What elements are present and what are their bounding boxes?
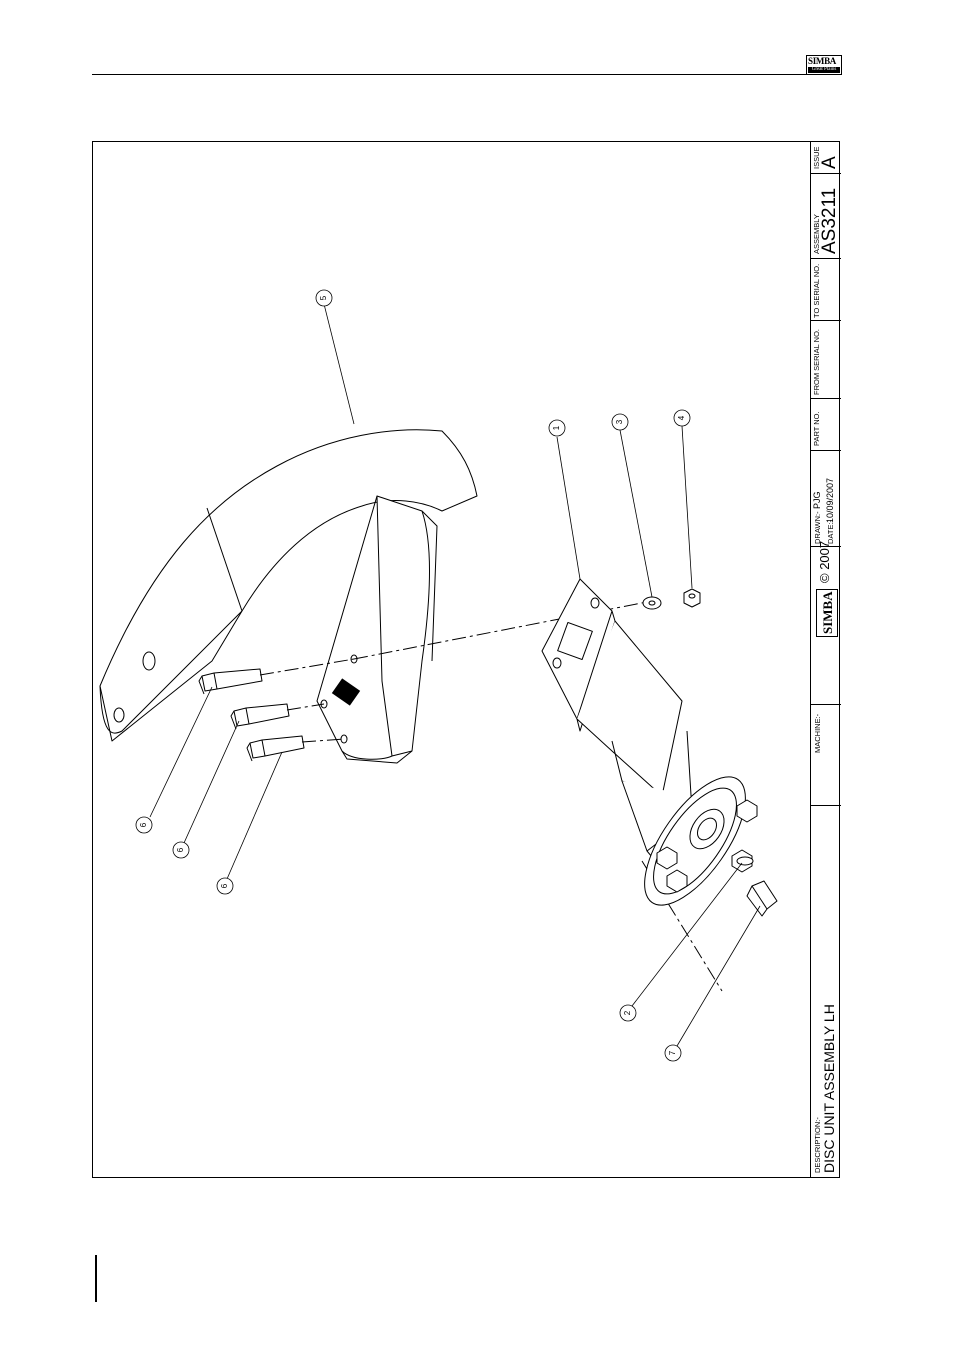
assembly-value: AS3211 — [819, 188, 841, 254]
logo-subtext: Great Plains — [808, 67, 840, 73]
balloon-2: 2 — [623, 1010, 632, 1015]
nut-part-4 — [684, 589, 700, 607]
drawn-value: PJG — [812, 491, 822, 509]
machine-label: MACHINE:- — [813, 714, 822, 753]
bolt-6-middle — [231, 704, 289, 729]
balloon-1: 1 — [552, 425, 561, 430]
leader-lines — [150, 304, 760, 1046]
to-serial-label: TO SERIAL NO. — [812, 264, 821, 318]
title-block: ISSUE A ASSEMBLY AS3211 TO SERIAL NO. FR… — [810, 141, 840, 1178]
balloon-7: 7 — [668, 1050, 677, 1055]
title-cell-logo-copyright: SIMBA © 2007 — [811, 546, 841, 704]
bolts-part-6 — [199, 669, 304, 761]
simba-logo: SIMBA Great Plains — [806, 55, 842, 75]
title-cell-description: DESCRIPTION:- DISC UNIT ASSEMBLY LH — [811, 805, 841, 1178]
balloon-6c: 6 — [220, 883, 229, 888]
description-value: DISC UNIT ASSEMBLY LH — [821, 1004, 837, 1173]
drawn-label: DRAWN:- — [813, 511, 822, 544]
title-cell-issue: ISSUE A — [811, 141, 841, 173]
title-cell-to-serial: TO SERIAL NO. — [811, 258, 841, 320]
balloon-6b: 6 — [176, 847, 185, 852]
washer-part-2 — [737, 857, 753, 865]
from-serial-label: FROM SERIAL NO. — [812, 329, 821, 395]
page-margin-bar — [95, 1255, 97, 1302]
bolt-part-7 — [747, 881, 777, 916]
part-no-label: PART NO. — [812, 411, 821, 446]
washer-part-3 — [643, 597, 661, 609]
bolt-6-top — [199, 669, 262, 694]
title-cell-drawn-date: DRAWN:- PJG DATE:- 10/09/2007 — [811, 450, 841, 546]
copyright-text: © 2007 — [817, 541, 832, 583]
logo-text: SIMBA — [808, 57, 836, 66]
title-cell-from-serial: FROM SERIAL NO. — [811, 320, 841, 398]
bolt-6-bottom — [247, 736, 304, 761]
exploded-assembly-drawing: 5 1 3 4 6 6 6 2 7 — [92, 141, 810, 1178]
date-value: 10/09/2007 — [825, 478, 835, 523]
part-marking-decal — [332, 678, 360, 705]
issue-value: A — [819, 156, 841, 169]
titleblock-simba-logo: SIMBA — [816, 589, 838, 637]
balloon-4: 4 — [677, 415, 686, 420]
title-cell-assembly: ASSEMBLY AS3211 — [811, 173, 841, 258]
balloon-5: 5 — [319, 295, 328, 300]
balloon-6a: 6 — [139, 822, 148, 827]
header-rule — [92, 74, 842, 75]
titleblock-logo-text: SIMBA — [820, 591, 836, 634]
title-cell-part-no: PART NO. — [811, 398, 841, 450]
title-cell-machine: MACHINE:- — [811, 704, 841, 805]
balloon-3: 3 — [615, 419, 624, 424]
